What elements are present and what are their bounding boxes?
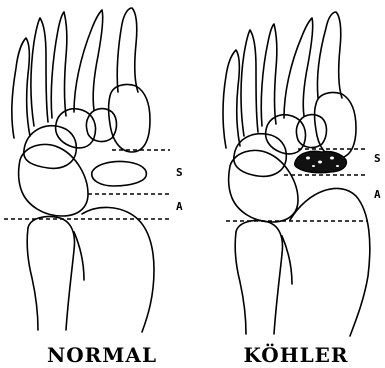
metatarsal-bones: [12, 8, 138, 138]
metatarsal-5: [317, 12, 342, 98]
fifth-metatarsal-base: [109, 84, 151, 152]
talus-outline: [236, 220, 282, 334]
metatarsal-bones: [223, 12, 342, 148]
calcaneus-inner: [282, 236, 292, 284]
panel-normal: S A NORMAL: [4, 8, 183, 367]
medial-cuneiform-large: [19, 144, 88, 216]
calcaneus-outline: [290, 188, 370, 336]
fifth-metatarsal-base: [315, 92, 357, 158]
metatarsal-5: [117, 8, 138, 92]
caption-normal: NORMAL: [47, 343, 157, 367]
level-label-s: S: [374, 152, 381, 165]
panel-kohler: S A KÖHLER: [223, 12, 381, 367]
medial-cuneiform-large: [229, 150, 298, 222]
caption-kohler: KÖHLER: [243, 342, 348, 367]
metatarsal-4: [284, 18, 313, 118]
cuneiform-lateral: [297, 115, 327, 148]
metatarsal-3: [51, 12, 67, 118]
cuneiform-lateral: [87, 109, 117, 142]
talus-medial-edge: [235, 232, 246, 334]
metatarsal-3: [261, 24, 277, 126]
level-label-s: S: [176, 166, 183, 179]
metatarsal-1: [12, 38, 30, 138]
metatarsal-4: [74, 10, 103, 112]
cuneiform-medial: [234, 134, 287, 177]
metatarsal-2: [241, 30, 258, 136]
level-label-a: A: [176, 200, 183, 213]
calcaneus-outline: [82, 207, 154, 332]
talus-outline: [28, 216, 74, 330]
level-label-a: A: [374, 188, 381, 201]
navicular-sclerotic: [295, 151, 347, 173]
metatarsal-1: [223, 50, 240, 148]
calcaneus-inner: [74, 232, 84, 280]
navicular-normal: [92, 161, 147, 186]
metatarsal-2: [31, 18, 48, 126]
talus-medial-edge: [27, 228, 38, 330]
